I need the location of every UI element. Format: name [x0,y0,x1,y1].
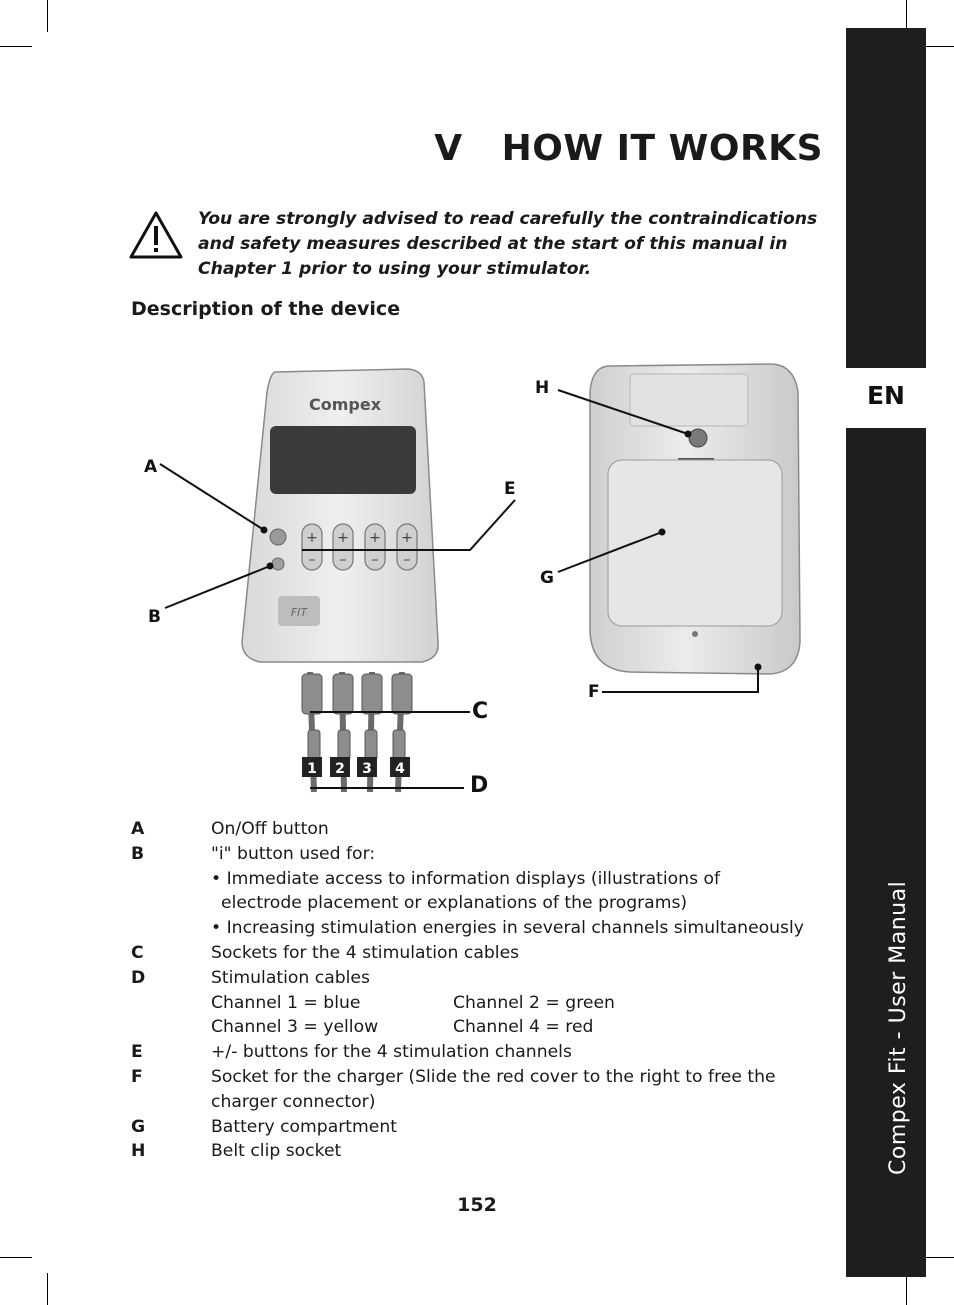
legend-bullet: • Increasing stimulation energies in sev… [211,918,804,939]
legend-item-g: G Battery compartment [131,1115,831,1140]
legend-item-h: H Belt clip socket [131,1139,831,1164]
callout-b: B [148,607,161,627]
svg-text:–: – [404,552,411,568]
legend-letter: B [131,843,145,864]
crop-mark [922,1257,954,1258]
legend-item-d: D Stimulation cables [131,966,831,991]
legend-item-f: F Socket for the charger (Slide the red … [131,1065,831,1115]
language-label: EN [866,381,905,410]
channel-2-color: Channel 2 = green [453,992,615,1013]
warning-text: You are strongly advised to read careful… [198,209,818,279]
section-title: Description of the device [131,298,401,320]
callout-d: D [470,773,488,798]
callout-f: F [588,682,600,702]
legend-item-b: B "i" button used for: [131,842,831,867]
device-back-view [589,363,801,675]
callout-c: C [472,699,488,724]
svg-text:+: + [401,530,413,546]
device-model-label: FIT [291,606,309,619]
channel-4-color: Channel 4 = red [453,1017,594,1038]
crop-mark [47,0,48,32]
channel-row: Channel 3 = yellow Channel 4 = red [131,1015,831,1040]
svg-text:+: + [369,530,381,546]
legend-letter: E [131,1042,143,1063]
legend-text: Socket for the charger (Slide the red co… [211,1066,776,1112]
legend-text: Belt clip socket [211,1141,342,1162]
callout-a: A [144,457,158,477]
page-number: 152 [457,1194,497,1216]
legend-text: Sockets for the 4 stimulation cables [211,942,520,963]
sidebar-manual-title: Compex Fit - User Manual [886,880,911,1175]
channel-1-badge: 1 [307,761,317,777]
channel-row: Channel 1 = blue Channel 2 = green [131,991,831,1016]
channel-3-color: Channel 3 = yellow [211,1017,379,1038]
legend-letter: F [131,1066,143,1087]
channel-2-badge: 2 [335,761,345,777]
device-brand-label: Compex [309,395,382,414]
crop-mark [906,0,907,32]
svg-text:–: – [309,552,316,568]
svg-text:–: – [340,552,347,568]
crop-mark [47,1273,48,1305]
crop-mark [922,46,954,47]
legend-text: Stimulation cables [211,967,370,988]
legend-letter: A [131,819,145,839]
language-tab [822,368,926,428]
component-legend: A On/Off button B "i" button used for: •… [131,817,831,1164]
legend-item-a: A On/Off button [131,817,831,842]
sidebar-band [846,28,926,1277]
page-title: V HOW IT WORKS [434,128,823,169]
legend-item-e: E +/- buttons for the 4 stimulation chan… [131,1040,831,1065]
svg-text:+: + [337,530,349,546]
device-figure: Compex + + + + – – – – FIT [144,363,801,798]
crop-mark [0,1257,32,1258]
svg-text:+: + [306,530,318,546]
device-front-view: Compex + + + + – – – – FIT [241,368,439,793]
legend-bullet: • Immediate access to information displa… [211,868,721,914]
legend-text: Battery compartment [211,1116,397,1137]
legend-letter: G [131,1116,146,1137]
callout-e: E [504,479,516,499]
legend-letter: C [131,942,144,963]
warning-icon [129,211,183,259]
channel-1-color: Channel 1 = blue [211,992,361,1013]
callout-g: G [540,568,554,588]
legend-letter: H [131,1141,146,1162]
legend-item-c: C Sockets for the 4 stimulation cables [131,941,831,966]
svg-text:–: – [372,552,379,568]
crop-mark [0,46,32,47]
legend-text: "i" button used for: [211,843,376,864]
legend-letter: D [131,967,146,988]
legend-text: +/- buttons for the 4 stimulation channe… [211,1042,572,1063]
legend-text: On/Off button [211,819,329,839]
channel-3-badge: 3 [362,761,372,777]
channel-badges: 1 2 3 4 [302,757,410,777]
callout-h: H [535,378,549,398]
crop-mark [906,1273,907,1305]
channel-4-badge: 4 [395,761,405,777]
